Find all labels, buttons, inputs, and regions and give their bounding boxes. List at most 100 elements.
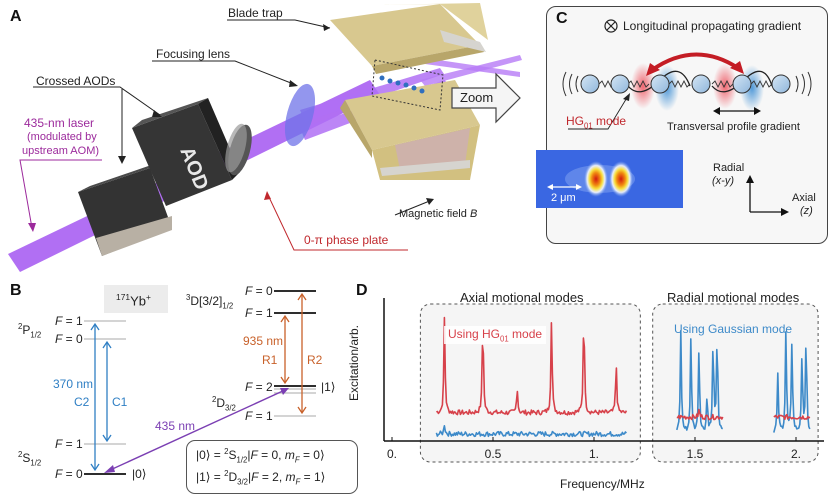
d3-f0-label: F = 0 (245, 284, 273, 298)
vibration-arcs-left (562, 71, 579, 97)
transversal-gradient-label: Transversal profile gradient (667, 121, 800, 133)
s-f1-label: F = 1 (55, 437, 83, 451)
state-def-one: |1⟩ = 2D3/2|F = 2, mF = 1⟩ (196, 469, 325, 486)
series-line-4 (773, 331, 811, 433)
hg01-mode-label: HG01 mode (566, 114, 626, 130)
def-text: |0⟩ = (196, 448, 225, 462)
c1-label: C1 (112, 395, 128, 409)
x-tick-label: 1.5 (687, 447, 704, 461)
state-def-zero: |0⟩ = 2S1/2|F = 0, mF = 0⟩ (196, 447, 325, 464)
region-title-radial: Radial motional modes (667, 290, 800, 305)
wl-935-label: 935 nm (243, 334, 284, 348)
def-sub: 3/2 (237, 477, 249, 487)
hg01-intensity-image (536, 150, 683, 208)
hg-prefix: HG (566, 114, 584, 128)
region-title-axial: Axial motional modes (460, 290, 584, 305)
def-sub: 1/2 (236, 455, 248, 465)
zoom-label: Zoom (460, 90, 494, 105)
zoom-arrow (451, 72, 521, 124)
x-axis-label: Frequency/MHz (560, 477, 645, 491)
def-msub: F (295, 477, 301, 487)
p-sub: 1/2 (30, 330, 42, 340)
f-value: = 0 (252, 284, 273, 298)
series-line-0 (435, 316, 628, 416)
series-line-3 (676, 408, 724, 421)
phase-plate-label: 0-π phase plate (304, 233, 389, 247)
def-text: = 1⟩ (300, 470, 326, 484)
f-symbol: F (245, 409, 253, 423)
wl-370-label: 370 nm (53, 377, 94, 391)
legend-text: Using HG (448, 327, 501, 341)
d3-f1-label: F = 1 (245, 306, 273, 320)
focusing-lens-label: Focusing lens (156, 47, 231, 61)
c-transitions (94, 325, 108, 469)
f-symbol: F (245, 284, 253, 298)
legend-text: mode (508, 327, 543, 341)
def-sup: 2 (224, 447, 229, 456)
legend-sub: 01 (500, 334, 509, 344)
laser-label-line1: 435-nm laser (24, 116, 95, 130)
laser-label-line2: (modulated by (27, 131, 97, 143)
d3-level-label: 3D[3/2]1/2 (186, 293, 233, 310)
ion-region-box (371, 59, 444, 111)
s-text: S (22, 451, 31, 465)
series-line-2 (676, 329, 723, 431)
def-msub: F (294, 455, 300, 465)
x-tick-label: 2. (791, 447, 801, 461)
coordinate-axes (749, 180, 784, 213)
f-value: = 1 (252, 409, 273, 423)
legend-gaussian: Using Gaussian mode (674, 322, 793, 336)
f-symbol: F (55, 467, 63, 481)
axial-axis-label: Axial (792, 192, 816, 204)
d-text: D (216, 396, 226, 410)
def-text: | (247, 448, 251, 462)
laser-label-line3: upstream AOM) (22, 145, 100, 157)
exchange-arrow (650, 52, 740, 72)
f-value: = 1 (62, 314, 83, 328)
transition-435 (107, 389, 286, 472)
x-tick-label: 0.5 (485, 447, 502, 461)
def-text: = 2, (258, 470, 286, 484)
isotope-charge: + (145, 292, 151, 302)
ion-chain (379, 75, 425, 94)
series-line-5 (773, 413, 811, 421)
r1-label: R1 (262, 353, 278, 367)
f-value: = 0 (62, 332, 83, 346)
ion-springs (598, 79, 773, 89)
panel-a-letter: A (10, 8, 22, 25)
def-text: |1⟩ = (196, 470, 225, 484)
d-f1-label: F = 1 (245, 409, 273, 423)
magnetic-field-symbol: B (469, 208, 478, 220)
longitudinal-gradient-label: Longitudinal propagating gradient (623, 19, 802, 33)
hg-suffix: mode (592, 114, 627, 128)
series-line-1 (435, 424, 627, 438)
p-sup: 2 (18, 322, 23, 331)
f-value: = 1 (62, 437, 83, 451)
focusing-lens (284, 83, 316, 147)
state-definitions-box (186, 440, 358, 494)
s-sub: 1/2 (30, 458, 42, 468)
x-tick-label: 0. (387, 447, 397, 461)
f-symbol: F (245, 380, 253, 394)
def-text: = 0, (257, 448, 285, 462)
magnetic-field-text: Magnetic field (399, 208, 470, 220)
d3-text: D[3/2] (190, 294, 223, 308)
f-symbol: F (245, 306, 253, 320)
ion-chain-zoom (580, 74, 791, 94)
def-m: m (284, 448, 295, 462)
f-symbol: F (55, 332, 63, 346)
scale-bar-label: 2 μm (551, 192, 576, 204)
f-symbol: F (55, 437, 63, 451)
ket-zero: |0⟩ (132, 467, 147, 481)
r-transitions (284, 295, 303, 412)
isotope-element: Yb (130, 293, 146, 309)
f-value: = 2 (252, 380, 273, 394)
panel-c-letter: C (556, 10, 568, 27)
y-axis-label: Excitation/arb. (347, 324, 362, 402)
c2-label: C2 (74, 395, 90, 409)
p-f1-label: F = 1 (55, 314, 83, 328)
s-sup: 2 (18, 450, 23, 459)
vibration-arcs-right (795, 71, 812, 97)
